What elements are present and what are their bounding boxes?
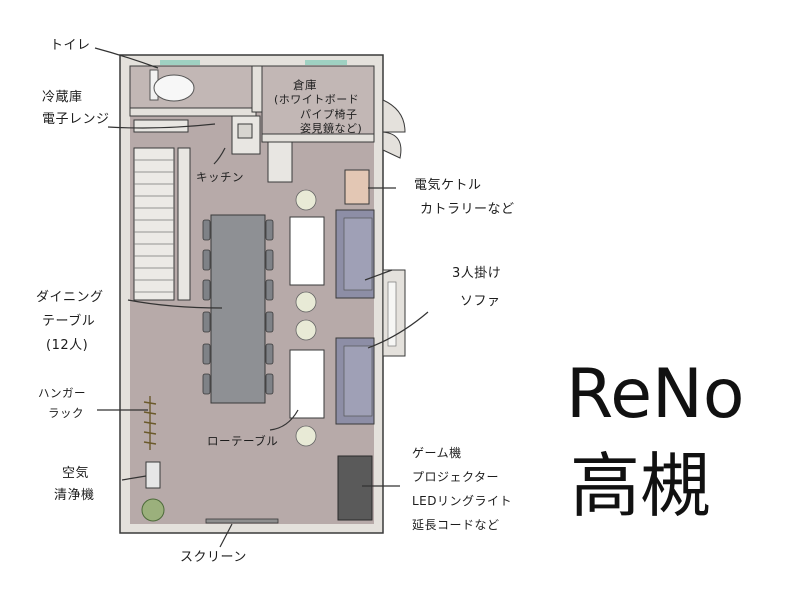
label-dining-line2: テーブル	[42, 314, 96, 329]
leader-lines	[94, 47, 429, 548]
kitchen-counter-right	[267, 141, 293, 183]
label-sofa-line2: ソファ	[460, 294, 501, 309]
kitchen-island	[177, 147, 191, 301]
title-line1: ReNo	[566, 355, 745, 434]
label-dining-line3: (12人)	[46, 338, 89, 353]
label-hanger-line2: ラック	[48, 406, 84, 420]
screen	[205, 518, 279, 524]
dining-table	[210, 214, 266, 404]
door-outside-2	[382, 131, 402, 159]
hanger-rack	[143, 396, 157, 450]
label-kitchen: キッチン	[196, 170, 244, 184]
low-table-lower	[289, 349, 325, 419]
label-sofa-line1: 3人掛け	[452, 266, 502, 281]
label-air-line1: 空気	[62, 466, 90, 481]
kettle-box	[344, 169, 370, 205]
label-toilet: トイレ	[50, 38, 91, 53]
label-kettle-line2: カトラリーなど	[420, 202, 515, 217]
label-dining-line1: ダイニング	[36, 290, 104, 305]
low-table-upper	[289, 216, 325, 286]
label-low-table: ローテーブル	[207, 434, 279, 448]
window-top-left	[160, 60, 200, 65]
label-storage-line2: (ホワイトボード	[274, 93, 360, 106]
door-outside	[382, 99, 406, 133]
label-air-line2: 清浄機	[54, 488, 95, 503]
air-purifier	[145, 461, 161, 489]
sofa-upper-seat	[343, 217, 373, 291]
window-top-right	[305, 60, 347, 65]
sofa-lower-seat	[343, 345, 373, 417]
label-storage-line4: 姿見鏡など)	[300, 122, 363, 135]
sink	[237, 123, 253, 139]
game-cabinet	[337, 455, 373, 521]
label-game-line1: ゲーム機	[412, 446, 462, 460]
label-storage-line3: パイプ椅子	[300, 108, 358, 121]
dining-chairs-right	[265, 219, 274, 395]
inner-wall-1	[129, 107, 257, 117]
kitchen-counter-left	[133, 119, 189, 133]
plant	[141, 498, 165, 522]
label-fridge-line2: 電子レンジ	[42, 112, 110, 127]
label-screen: スクリーン	[180, 550, 247, 565]
dining-chairs-left	[202, 219, 211, 395]
stair-steps	[134, 159, 174, 293]
stools	[295, 189, 317, 447]
label-game-line4: 延長コードなど	[412, 518, 500, 532]
label-fridge-line1: 冷蔵庫	[42, 90, 83, 105]
toilet-bowl	[153, 74, 195, 102]
storage-wall	[261, 133, 375, 143]
label-hanger-line1: ハンガー	[38, 386, 86, 400]
label-storage-line1: 倉庫	[293, 78, 317, 92]
side-window-glass	[387, 281, 397, 347]
label-game-line3: LEDリングライト	[412, 494, 513, 508]
title-line2: 高槻	[570, 445, 710, 527]
label-kettle-line1: 電気ケトル	[414, 178, 482, 193]
stairs	[133, 147, 175, 301]
label-game-line2: プロジェクター	[412, 470, 500, 484]
inner-wall-2	[251, 65, 263, 113]
